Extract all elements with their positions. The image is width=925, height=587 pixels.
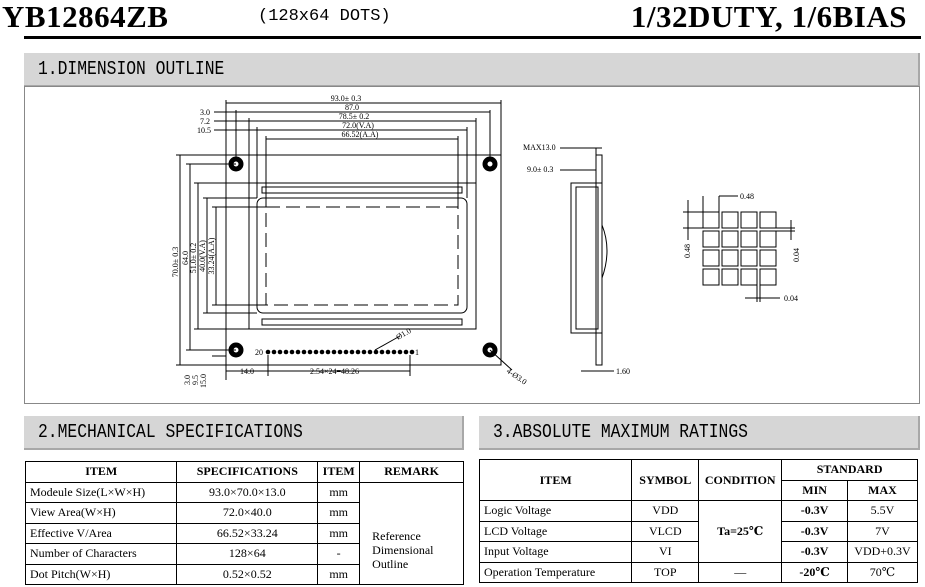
dimension-drawing-frame bbox=[24, 86, 920, 404]
active-area bbox=[265, 206, 459, 306]
dim-bottom-2: 2.54×24=48.26 bbox=[310, 367, 359, 376]
dim-vert-4: 40.0(V.A) bbox=[198, 240, 207, 272]
col-header-item: ITEM bbox=[24, 461, 178, 483]
side-dim-3: 1.60 bbox=[616, 367, 630, 376]
col-header-max: MAX bbox=[847, 479, 918, 501]
col-header-remark: REMARK bbox=[359, 461, 464, 483]
table-row: Input Voltage VI -0.3V VDD+0.3V bbox=[478, 541, 918, 563]
pin-1-label: 1 bbox=[415, 348, 419, 357]
dot-matrix bbox=[702, 211, 777, 286]
col-header-min: MIN bbox=[781, 479, 848, 501]
table-row: Logic Voltage VDD Ta=25℃ -0.3V 5.5V bbox=[478, 500, 918, 563]
viewing-area bbox=[256, 197, 468, 314]
dim-top-2: 87.0 bbox=[345, 103, 359, 112]
absolute-ratings-table: ITEM SYMBOL CONDITION STANDARD MIN MAX L… bbox=[478, 459, 918, 583]
dim-left-2: 7.2 bbox=[200, 117, 210, 126]
table-row: Modeule Size(L×W×H) 93.0×70.0×13.0 mm Re… bbox=[24, 481, 464, 585]
dim-top-1: 93.0± 0.3 bbox=[331, 94, 361, 103]
section-absolute-max-ratings: 3.ABSOLUTE MAXIMUM RATINGS bbox=[479, 416, 920, 450]
dim-vert-3: 51.0± 0.2 bbox=[189, 243, 198, 273]
col-header-symbol: SYMBOL bbox=[631, 459, 700, 501]
table-header-row: ITEM SYMBOL CONDITION STANDARD bbox=[478, 459, 918, 501]
dim-top-4: 72.0(V.A) bbox=[342, 121, 374, 130]
duty-bias: 1/32DUTY, 1/6BIAS bbox=[630, 0, 907, 34]
table-row: View Area(W×H) 72.0×40.0 mm bbox=[24, 502, 464, 524]
side-dim-1: MAX13.0 bbox=[523, 143, 556, 152]
dot-dim-4: 0.04 bbox=[784, 294, 798, 303]
condition-cell: Ta=25℃ bbox=[698, 500, 783, 563]
col-header-standard: STANDARD bbox=[781, 459, 918, 481]
col-header-specifications: SPECIFICATIONS bbox=[176, 461, 319, 483]
dot-dim-1: 0.48 bbox=[740, 192, 754, 201]
dim-bottom-left-2: 9.5 bbox=[191, 375, 200, 385]
dim-bottom-left-3: 15.0 bbox=[199, 374, 208, 388]
pin-row bbox=[265, 349, 415, 355]
mount-hole-label: 4-Ø3.0 bbox=[505, 366, 529, 386]
table-header-row: ITEM SPECIFICATIONS ITEM REMARK bbox=[24, 461, 464, 483]
table-header-row: MIN MAX bbox=[480, 479, 918, 501]
col-header-item: ITEM bbox=[478, 459, 633, 501]
dim-top-5: 66.52(A.A) bbox=[342, 130, 379, 139]
dot-dim-2: 0.48 bbox=[683, 244, 692, 258]
pin-hole-label: Ø1.0 bbox=[395, 326, 413, 342]
dim-vert-2: 64.0 bbox=[181, 251, 190, 265]
dot-dim-3: 0.04 bbox=[792, 248, 801, 262]
dimension-drawing: 93.0± 0.3 87.0 78.5± 0.2 72.0(V.A) 66.52… bbox=[171, 94, 801, 388]
col-header-condition: CONDITION bbox=[698, 459, 783, 501]
section-mechanical-specs: 2.MECHANICAL SPECIFICATIONS bbox=[24, 416, 464, 450]
dim-bottom-1: 14.0 bbox=[240, 367, 254, 376]
pin-20-label: 20 bbox=[255, 348, 263, 357]
module-outline bbox=[225, 154, 502, 366]
dim-left-3: 10.5 bbox=[197, 126, 211, 135]
table-row: Operation Temperature TOP — -20℃ 70℃ bbox=[478, 561, 918, 583]
table-row: LCD Voltage VLCD -0.3V 7V bbox=[478, 520, 918, 542]
col-header-unit: ITEM bbox=[317, 461, 361, 483]
table-row: Dot Pitch(W×H) 0.52×0.52 mm bbox=[24, 563, 464, 585]
mechanical-spec-table: ITEM SPECIFICATIONS ITEM REMARK Modeule … bbox=[24, 461, 464, 585]
dim-left-1: 3.0 bbox=[200, 108, 210, 117]
model-number: YB12864ZB bbox=[2, 0, 169, 34]
dim-bottom-left-1: 3.0 bbox=[183, 375, 192, 385]
remark-cell: Reference Dimensional Outline bbox=[359, 481, 464, 585]
section-dimension-outline: 1.DIMENSION OUTLINE bbox=[24, 53, 920, 87]
header-rule bbox=[24, 36, 921, 39]
table-row: Effective V/Area 66.52×33.24 mm bbox=[24, 522, 464, 544]
lcd-glass bbox=[248, 182, 477, 330]
dot-resolution: (128x64 DOTS) bbox=[258, 7, 391, 26]
side-dim-2: 9.0± 0.3 bbox=[527, 165, 553, 174]
table-row: Number of Characters 128×64 - bbox=[24, 543, 464, 565]
dim-vert-1: 70.0± 0.3 bbox=[171, 247, 180, 277]
dim-top-3: 78.5± 0.2 bbox=[339, 112, 369, 121]
dim-vert-5: 33.24(A.A) bbox=[207, 237, 216, 274]
